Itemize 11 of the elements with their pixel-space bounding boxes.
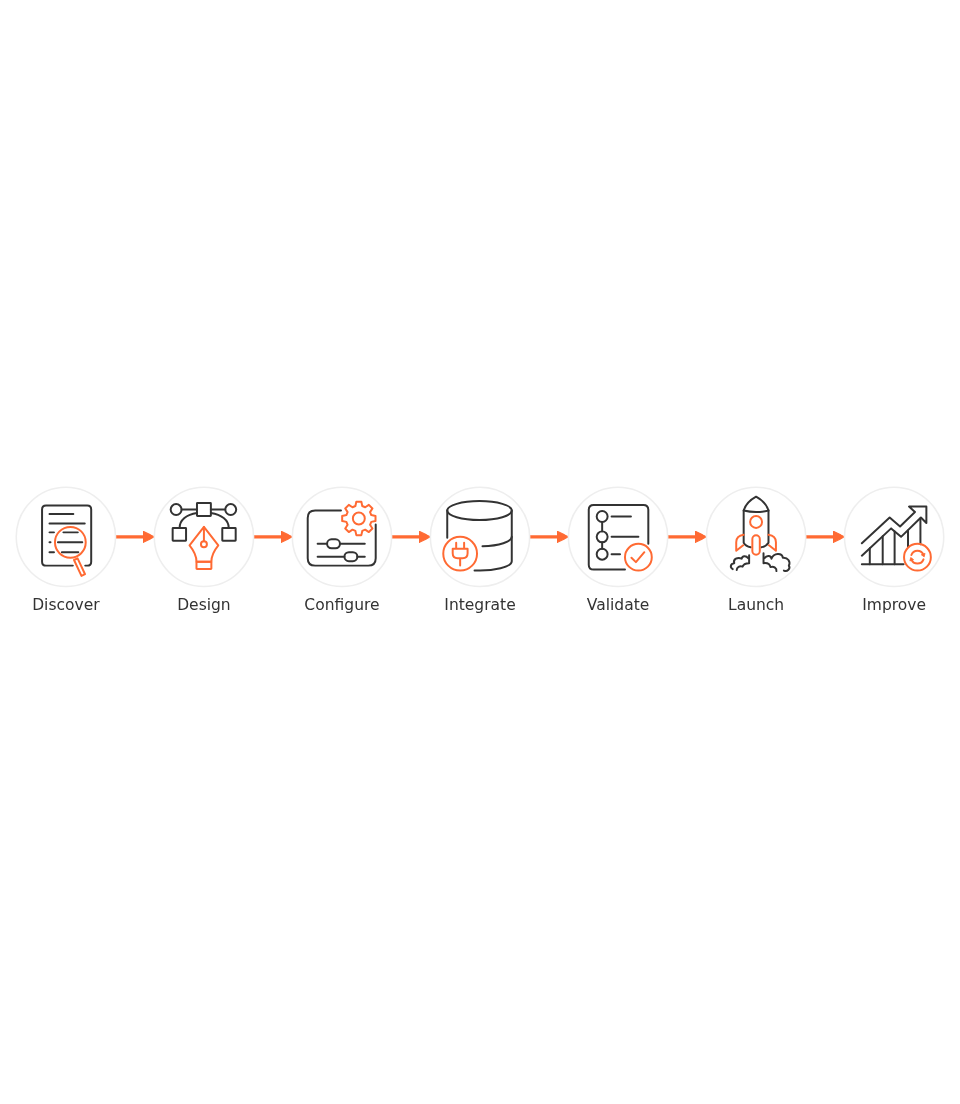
step-label: Integrate — [444, 595, 516, 615]
step-label: Launch — [728, 595, 785, 615]
step-label: Discover — [32, 595, 100, 615]
step-label: Design — [177, 595, 231, 615]
arrow — [115, 530, 155, 544]
step-label: Configure — [304, 595, 380, 615]
arrow — [529, 530, 569, 544]
step-label: Validate — [586, 595, 650, 615]
arrow — [391, 530, 431, 544]
arrow — [253, 530, 293, 544]
step-label: Improve — [862, 595, 926, 615]
